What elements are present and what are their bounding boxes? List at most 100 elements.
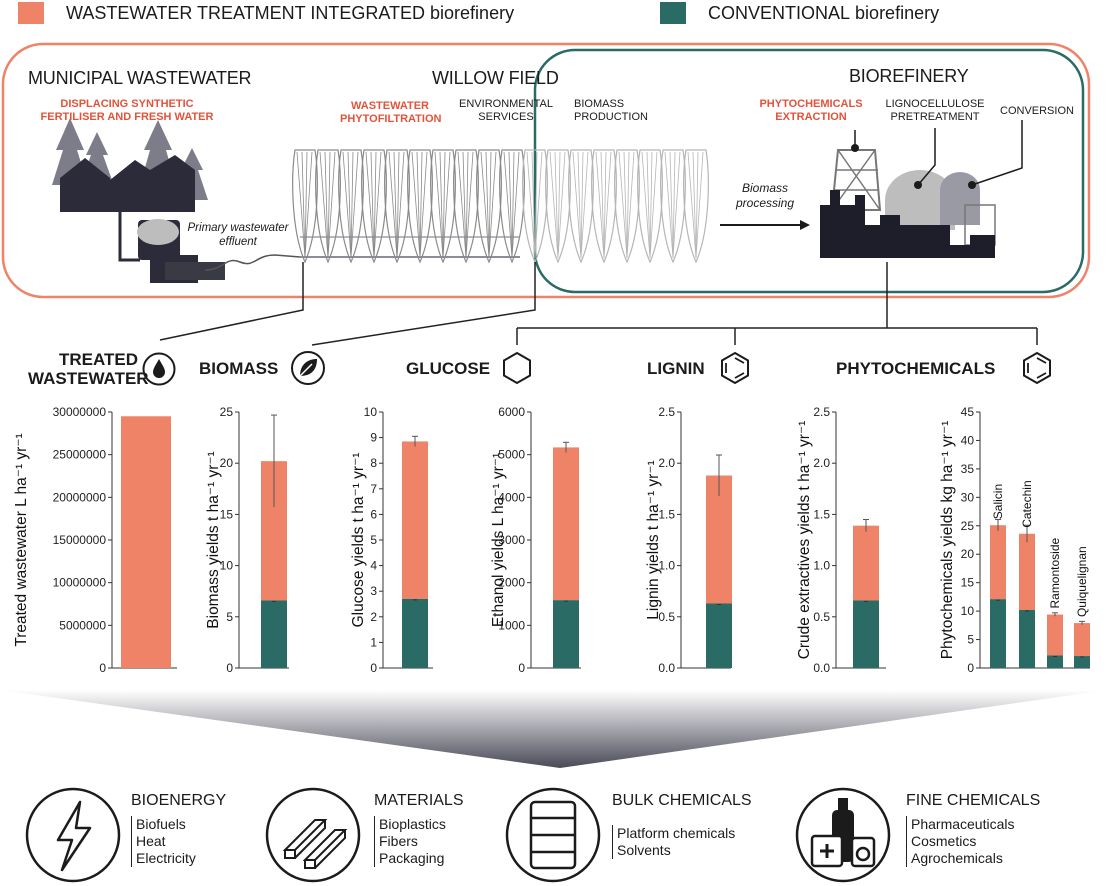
category-title-bioenergy: BIOENERGY — [131, 792, 227, 809]
benzene-ring-icon — [721, 351, 749, 385]
cosmetics-pharma-icon — [795, 787, 891, 883]
y-tick-label: 5 — [967, 633, 974, 647]
y-tick-label: 1.0 — [658, 559, 675, 573]
y-tick-label: 30000000 — [53, 405, 107, 419]
willow-tree — [361, 149, 387, 264]
y-tick-label: 2.5 — [813, 405, 830, 419]
y-tick-label: 5000000 — [59, 618, 106, 632]
y-tick-label: 15 — [961, 576, 975, 590]
bar-conventional — [261, 600, 287, 668]
extraction-subtitle: PHYTOCHEMICALS EXTRACTION — [759, 98, 863, 123]
y-tick-label: 7 — [370, 482, 377, 496]
y-tick-label: 0 — [370, 661, 377, 675]
willow-tree — [637, 149, 663, 264]
y-tick-label: 35 — [961, 462, 975, 476]
bar-category-label: Catechin — [1020, 480, 1034, 527]
y-tick-label: 0.0 — [813, 661, 830, 675]
bar-integrated — [1047, 614, 1063, 656]
willow-tree — [338, 149, 364, 264]
legend-conventional-tail: biorefinery — [855, 2, 940, 23]
y-tick-label: 2000 — [498, 576, 525, 590]
willow-tree — [315, 149, 341, 264]
lightning-icon — [25, 787, 121, 883]
bar-category-label: Quiquelignan — [1075, 546, 1089, 617]
category-item: Solvents — [617, 842, 671, 858]
category-items-bulk-chemicals: Platform chemicals Solvents — [612, 825, 735, 859]
category-item: Agrochemicals — [911, 850, 1003, 866]
y-tick-label: 10 — [364, 405, 378, 419]
y-tick-label: 2.0 — [813, 456, 830, 470]
category-title-fine-chemicals: FINE CHEMICALS — [906, 792, 1041, 809]
bar-integrated — [1074, 623, 1090, 657]
bar-category-label: Salicin — [991, 484, 1005, 519]
category-item: Heat — [136, 833, 166, 849]
barrel-icon — [505, 787, 601, 883]
willow-field-icon — [292, 149, 709, 264]
category-item: Platform chemicals — [617, 825, 736, 841]
willow-tree — [499, 149, 525, 264]
y-tick-label: 2.0 — [658, 456, 675, 470]
y-tick-label: 0 — [99, 661, 106, 675]
y-axis-label: Phytochemicals yields kg ha⁻¹ yr⁻¹ — [939, 421, 956, 660]
beams-icon — [265, 787, 361, 883]
funnel-graphic — [0, 690, 1107, 768]
y-tick-label: 10 — [220, 559, 234, 573]
bar-conventional — [990, 599, 1006, 668]
willow-tree — [568, 149, 594, 264]
y-tick-label: 0.5 — [658, 610, 675, 624]
bar-integrated — [553, 447, 579, 601]
y-tick-label: 5000 — [498, 448, 525, 462]
y-tick-label: 0.0 — [658, 661, 675, 675]
y-tick-label: 0 — [226, 661, 233, 675]
houses-icon — [60, 155, 195, 212]
conversion-subtitle: CONVERSION — [1000, 105, 1074, 117]
bar-integrated — [402, 441, 428, 599]
willow-tree — [545, 149, 571, 264]
y-tick-label: 1.5 — [813, 507, 830, 521]
y-tick-label: 6 — [370, 507, 377, 521]
bar-conventional — [402, 598, 428, 668]
bar-integrated — [1019, 533, 1035, 610]
legend-conventional: CONVENTIONAL biorefinery — [660, 2, 939, 24]
biorefinery-plant-icon — [820, 149, 996, 258]
bar-integrated — [121, 416, 171, 668]
category-item: Packaging — [379, 850, 445, 866]
biorefinery-title: BIOREFINERY — [849, 66, 969, 86]
category-title-materials: MATERIALS — [374, 792, 464, 809]
leaf-icon — [291, 351, 325, 385]
y-tick-label: 1000 — [498, 618, 525, 632]
y-axis-label: Biomass yields t ha⁻¹ yr⁻¹ — [205, 451, 222, 628]
effluent-pipe — [204, 254, 301, 271]
legend-integrated: WASTEWATER TREATMENT INTEGRATED biorefin… — [18, 2, 514, 24]
water-drop-icon — [142, 352, 176, 386]
y-tick-label: 3 — [370, 584, 377, 598]
environmental-subtitle: ENVIRONMENTAL SERVICES — [459, 98, 553, 123]
y-tick-label: 0 — [518, 661, 525, 675]
y-tick-label: 4 — [370, 559, 377, 573]
legend-integrated-main: WASTEWATER TREATMENT INTEGRATED — [66, 2, 426, 23]
willow-tree — [292, 149, 318, 264]
bar-integrated — [990, 525, 1006, 600]
category-items-fine-chemicals: Pharmaceuticals Cosmetics Agrochemicals — [906, 816, 1015, 867]
connector-biomass — [311, 262, 536, 346]
product-treated-wastewater: TREATED WASTEWATER — [28, 350, 149, 388]
product-lignin: LIGNIN — [647, 359, 705, 378]
integrated-boundary — [1, 42, 1091, 299]
legend-swatch-conventional — [660, 2, 686, 24]
process-diagram — [1, 42, 1091, 346]
treatment-plant-icon — [118, 210, 225, 283]
y-tick-label: 2.5 — [658, 405, 675, 419]
willow-title: WILLOW FIELD — [432, 68, 559, 88]
y-axis-label: Treated wastewater L ha⁻¹ yr⁻¹ — [13, 433, 30, 646]
pretreatment-subtitle: LIGNOCELLULOSE PRETREATMENT — [885, 98, 985, 123]
y-tick-label: 25000000 — [53, 448, 107, 462]
y-tick-label: 25 — [220, 405, 234, 419]
y-tick-label: 40 — [961, 433, 975, 447]
legend-integrated-tail: biorefinery — [430, 2, 515, 23]
bar-conventional — [706, 603, 732, 668]
y-tick-label: 10000000 — [53, 576, 107, 590]
y-tick-label: 5 — [226, 610, 233, 624]
willow-tree — [522, 149, 548, 264]
y-tick-label: 20 — [220, 456, 234, 470]
willow-tree — [591, 149, 617, 264]
